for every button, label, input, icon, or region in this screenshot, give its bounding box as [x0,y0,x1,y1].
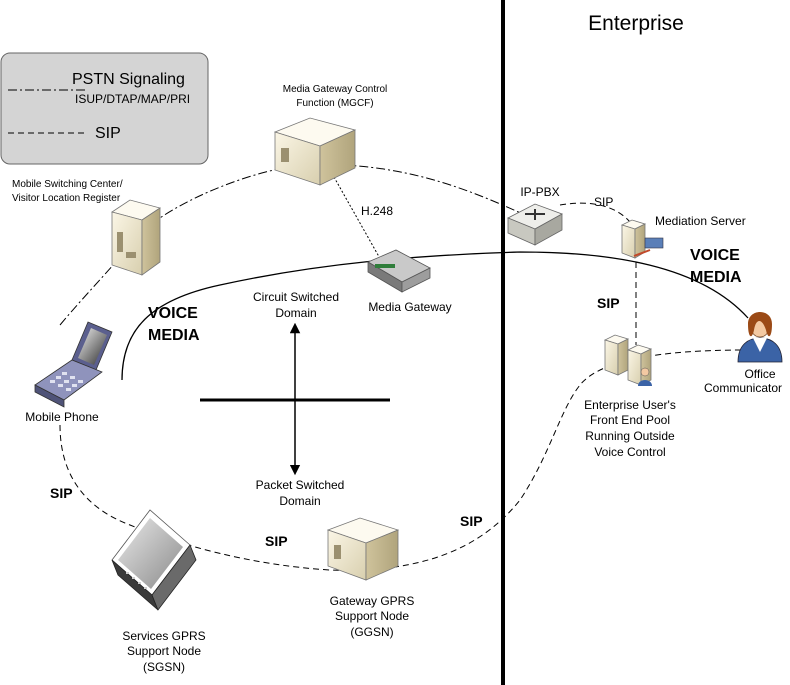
mgcf-label-line1: Media Gateway Control [283,84,388,95]
mediation-server-icon[interactable] [620,219,664,259]
mobile-phone-label: Mobile Phone [25,410,99,424]
voice-media-right-line2: MEDIA [690,269,742,286]
sgsn-label-line3: (SGSN) [143,660,185,674]
sip-pbx-label: SIP [594,195,613,209]
sgsn-node-icon[interactable] [111,509,197,611]
legend-pstn-label: PSTN Signaling [72,71,185,88]
enterprise-title: Enterprise [588,12,684,35]
sip-pbx-mediation-link [559,202,631,223]
msc-label-line2: Visitor Location Register [12,193,121,204]
sgsn-label-line2: Support Node [127,644,201,658]
sip-packet-link [59,349,746,571]
office-communicator-line1: Office [744,367,775,381]
legend-box [0,52,209,165]
front-end-pool-line4: Voice Control [594,445,665,459]
legend-sip-label: SIP [95,125,121,142]
front-end-pool-line3: Running Outside [585,429,675,443]
sip-bottom-label: SIP [265,533,288,549]
h248-link [329,169,383,263]
msc-label-line1: Mobile Switching Center/ [12,179,123,190]
ggsn-label-line3: (GGSN) [350,625,393,639]
user-icon[interactable] [737,312,783,363]
ggsn-node-icon[interactable] [326,517,400,581]
legend: PSTN Signaling ISUP/DTAP/MAP/PRI SIP [0,52,209,165]
sip-left-label: SIP [50,485,73,501]
ip-pbx-router-icon[interactable] [507,203,563,246]
mobile-phone-icon[interactable] [34,321,113,408]
voice-media-left-line1: VOICE [148,305,198,322]
ip-pbx-label: IP-PBX [520,185,559,199]
front-end-pool-line1: Enterprise User's [584,398,676,412]
media-gateway-icon[interactable] [367,249,431,293]
front-end-pool-icon[interactable] [603,334,653,386]
msc-server-icon[interactable] [111,199,161,276]
circuit-domain-line2: Domain [275,306,316,320]
mgcf-server-icon[interactable] [273,117,357,186]
media-gateway-label: Media Gateway [368,300,451,314]
ggsn-label-line1: Gateway GPRS [330,594,415,608]
packet-domain-line1: Packet Switched [256,478,345,492]
mgcf-label-line2: Function (MGCF) [296,98,373,109]
sgsn-label-line1: Services GPRS [122,629,205,643]
pstn-signaling-link [59,163,526,326]
front-end-pool-line2: Front End Pool [590,413,670,427]
mediation-server-label: Mediation Server [655,214,746,228]
sip-right-label: SIP [460,513,483,529]
h248-label: H.248 [361,204,393,218]
circuit-domain-line1: Circuit Switched [253,290,339,304]
sip-mid-label: SIP [597,295,620,311]
ggsn-label-line2: Support Node [335,609,409,623]
office-communicator-line2: Communicator [704,381,782,395]
packet-domain-line2: Domain [279,494,320,508]
legend-pstn-sub: ISUP/DTAP/MAP/PRI [75,92,190,106]
voice-media-link [121,251,749,381]
voice-media-right-line1: VOICE [690,247,740,264]
voice-media-left-line2: MEDIA [148,327,200,344]
